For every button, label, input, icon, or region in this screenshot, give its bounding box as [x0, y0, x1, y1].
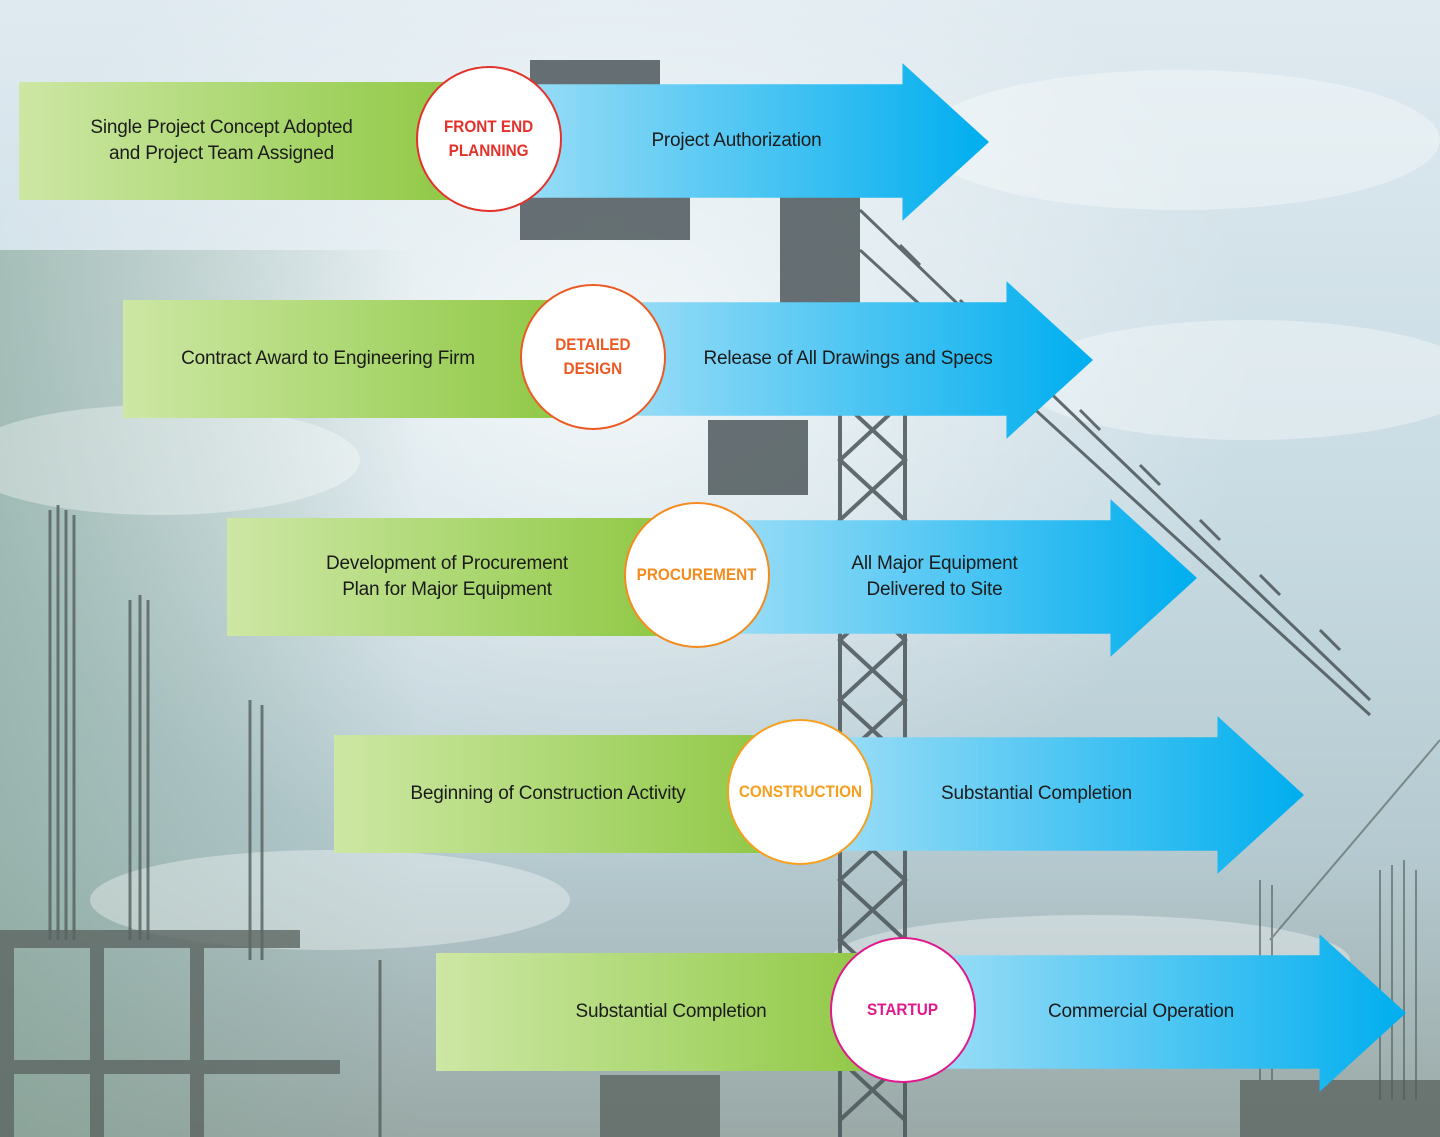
phase-circle-procurement: PROCUREMENT — [624, 502, 770, 648]
phase-circle-front-end-planning: FRONT END PLANNING — [416, 66, 562, 212]
end-milestone-label: Commercial Operation — [1047, 1001, 1235, 1022]
start-milestone-bar — [334, 735, 804, 853]
phase-circle-construction: CONSTRUCTION — [727, 719, 873, 865]
start-milestone-label: Substantial Completion — [575, 1001, 767, 1022]
start-milestone-label: Single Project Concept Adopted and Proje… — [90, 117, 353, 164]
end-milestone-arrow — [593, 281, 1093, 439]
start-milestone-label: Contract Award to Engineering Firm — [181, 348, 475, 369]
phase-row-detailed-design: Contract Award to Engineering Firm Relea… — [123, 278, 1113, 442]
start-milestone-bar — [436, 953, 906, 1071]
start-milestone-label: Development of Procurement Plan for Majo… — [326, 553, 568, 600]
start-milestone-label: Beginning of Construction Activity — [410, 783, 686, 804]
end-milestone-arrow — [906, 934, 1406, 1092]
start-milestone-bar — [19, 82, 489, 200]
end-milestone-label: All Major Equipment Delivered to Site — [851, 553, 1018, 600]
start-milestone-bar — [123, 300, 593, 418]
end-milestone-label: Project Authorization — [651, 130, 822, 151]
phase-circle-detailed-design: DETAILED DESIGN — [520, 284, 666, 430]
phase-row-construction: Beginning of Construction Activity Subst… — [334, 713, 1324, 877]
phase-row-procurement: Development of Procurement Plan for Majo… — [227, 496, 1217, 660]
end-milestone-arrow — [697, 499, 1197, 657]
end-milestone-arrow — [489, 63, 989, 221]
phase-row-startup: Substantial Completion Commercial Operat… — [436, 931, 1426, 1095]
end-milestone-label: Substantial Completion — [941, 783, 1132, 804]
phase-row-front-end-planning: Single Project Concept Adopted and Proje… — [19, 60, 1009, 224]
start-milestone-bar — [227, 518, 697, 636]
phase-circle-startup: STARTUP — [830, 937, 976, 1083]
end-milestone-label: Release of All Drawings and Specs — [703, 348, 993, 369]
end-milestone-arrow — [804, 716, 1304, 874]
